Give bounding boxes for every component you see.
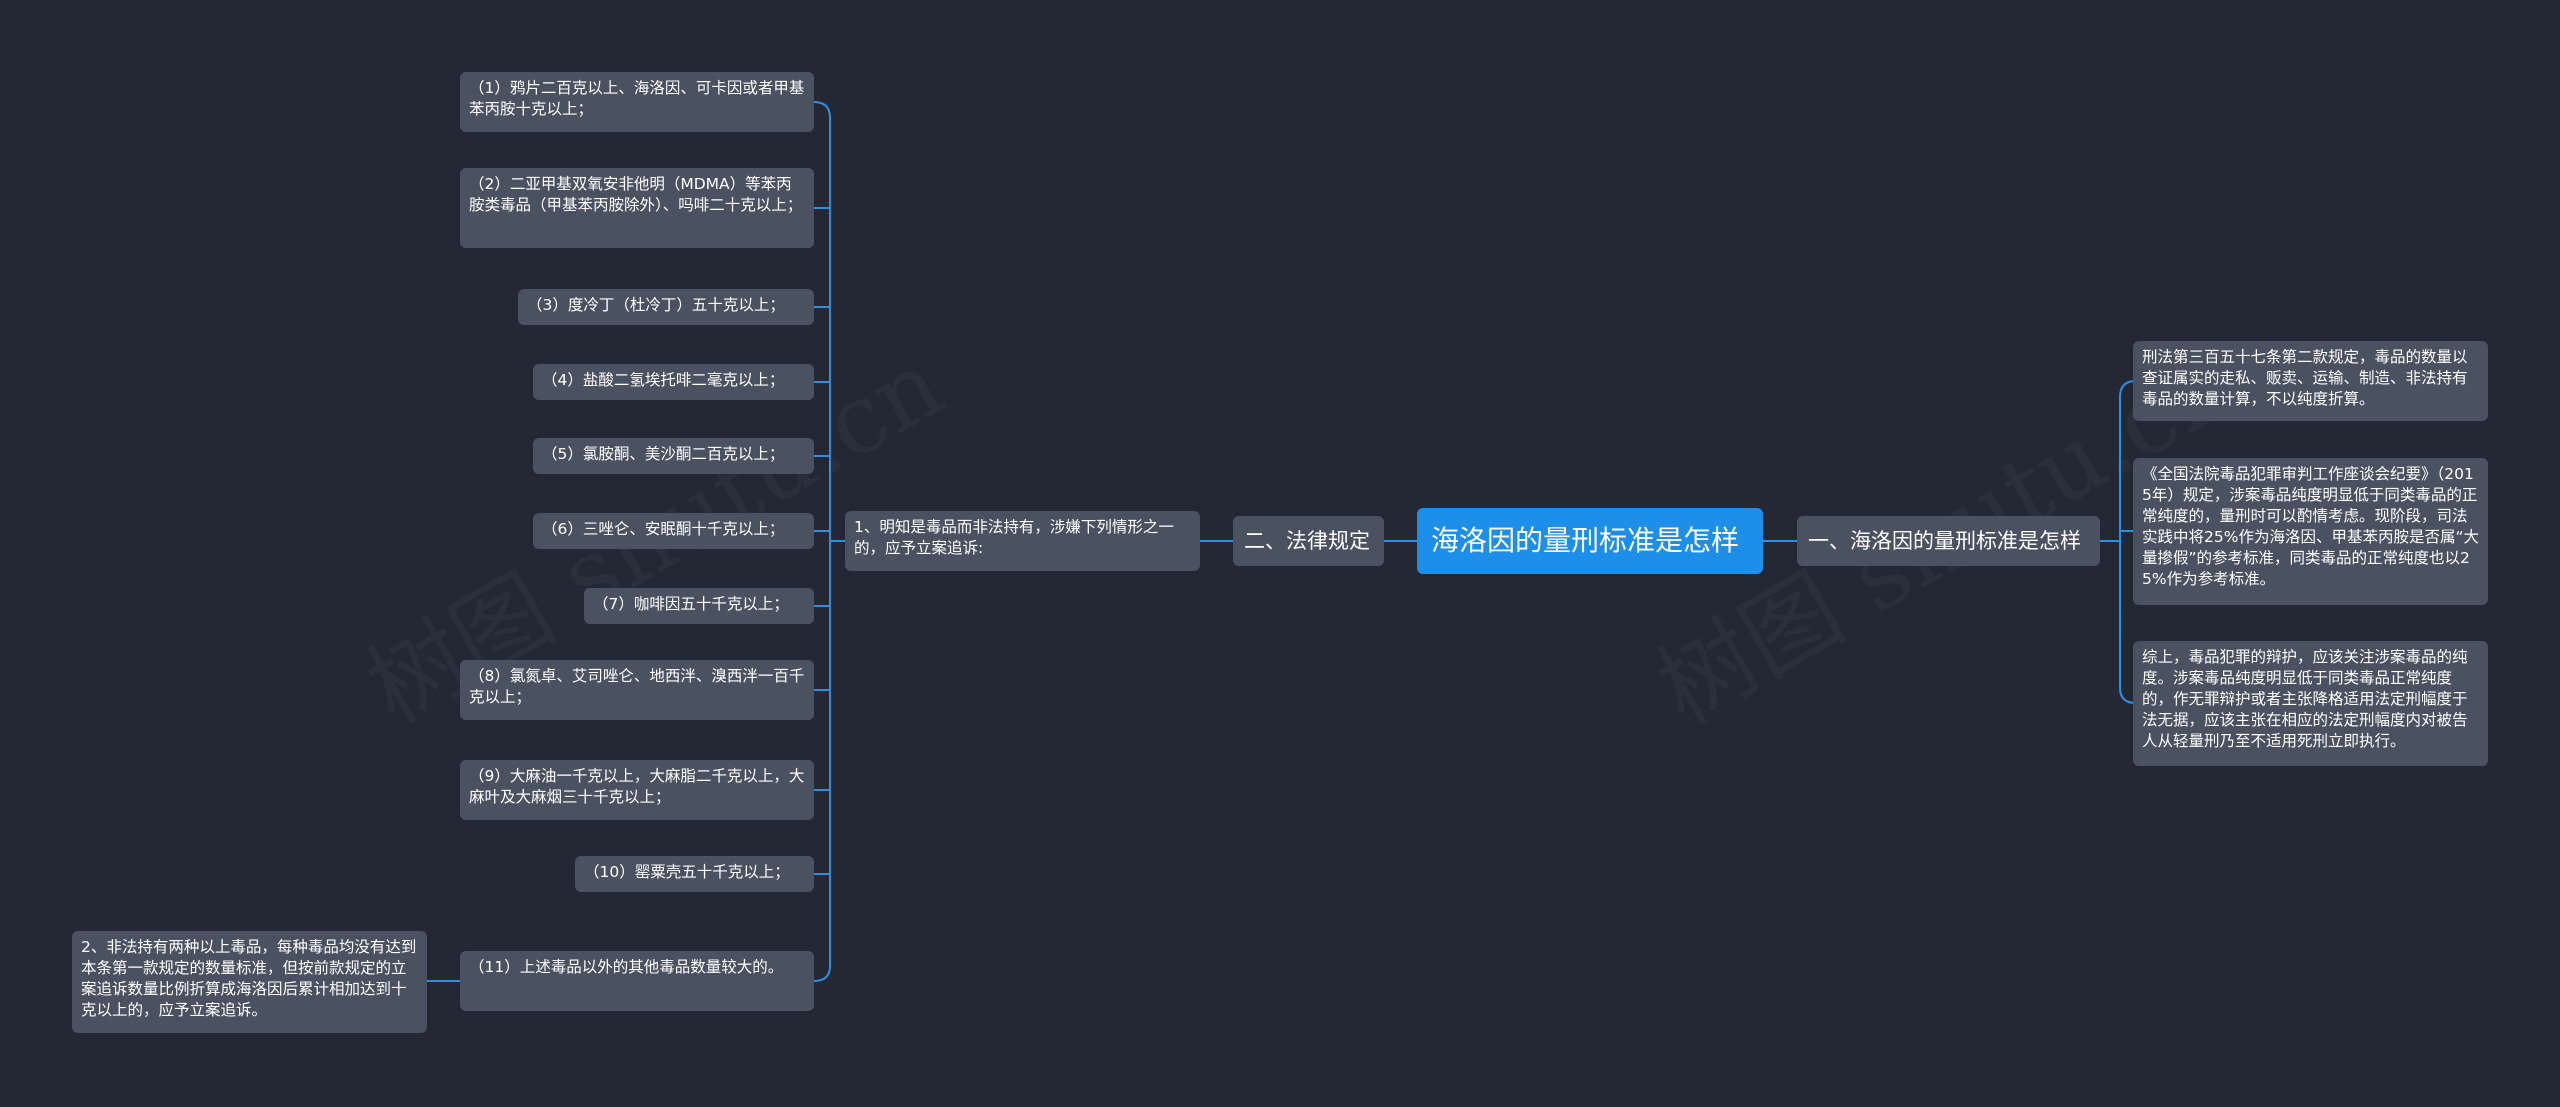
right-leaf-3[interactable]: 综上，毒品犯罪的辩护，应该关注涉案毒品的纯度。涉案毒品纯度明显低于同类毒品正常纯… <box>2133 641 2488 766</box>
left-item-2[interactable]: （2）二亚甲基双氧安非他明（MDMA）等苯丙胺类毒品（甲基苯丙胺除外）、吗啡二十… <box>460 168 814 248</box>
right-leaf-1[interactable]: 刑法第三百五十七条第二款规定，毒品的数量以查证属实的走私、贩卖、运输、制造、非法… <box>2133 341 2488 421</box>
left-item-11-child[interactable]: 2、非法持有两种以上毒品，每种毒品均没有达到本条第一款规定的数量标准，但按前款规… <box>72 931 427 1033</box>
left-item-6[interactable]: （6）三唑仑、安眠酮十千克以上； <box>533 513 814 549</box>
left-branch-node[interactable]: 二、法律规定 <box>1233 516 1384 566</box>
left-item-7[interactable]: （7）咖啡因五十千克以上； <box>584 588 814 624</box>
left-item-11[interactable]: （11）上述毒品以外的其他毒品数量较大的。 <box>460 951 814 1011</box>
right-branch-node[interactable]: 一、海洛因的量刑标准是怎样 <box>1797 516 2100 566</box>
left-sub-node[interactable]: 1、明知是毒品而非法持有，涉嫌下列情形之一的，应予立案追诉: <box>845 511 1200 571</box>
left-item-9[interactable]: （9）大麻油一千克以上，大麻脂二千克以上，大麻叶及大麻烟三十千克以上； <box>460 760 814 820</box>
left-item-4[interactable]: （4）盐酸二氢埃托啡二毫克以上； <box>533 364 814 400</box>
left-item-1[interactable]: （1）鸦片二百克以上、海洛因、可卡因或者甲基苯丙胺十克以上； <box>460 72 814 132</box>
left-item-3[interactable]: （3）度冷丁（杜冷丁）五十克以上； <box>518 289 814 325</box>
root-node[interactable]: 海洛因的量刑标准是怎样 <box>1417 508 1763 574</box>
left-item-10[interactable]: （10）罂粟壳五十千克以上； <box>575 856 814 892</box>
right-leaf-2[interactable]: 《全国法院毒品犯罪审判工作座谈会纪要》（2015年）规定，涉案毒品纯度明显低于同… <box>2133 458 2488 605</box>
left-item-8[interactable]: （8）氯氮卓、艾司唑仑、地西泮、溴西泮一百千克以上； <box>460 660 814 720</box>
left-item-5[interactable]: （5）氯胺酮、美沙酮二百克以上； <box>533 438 814 474</box>
